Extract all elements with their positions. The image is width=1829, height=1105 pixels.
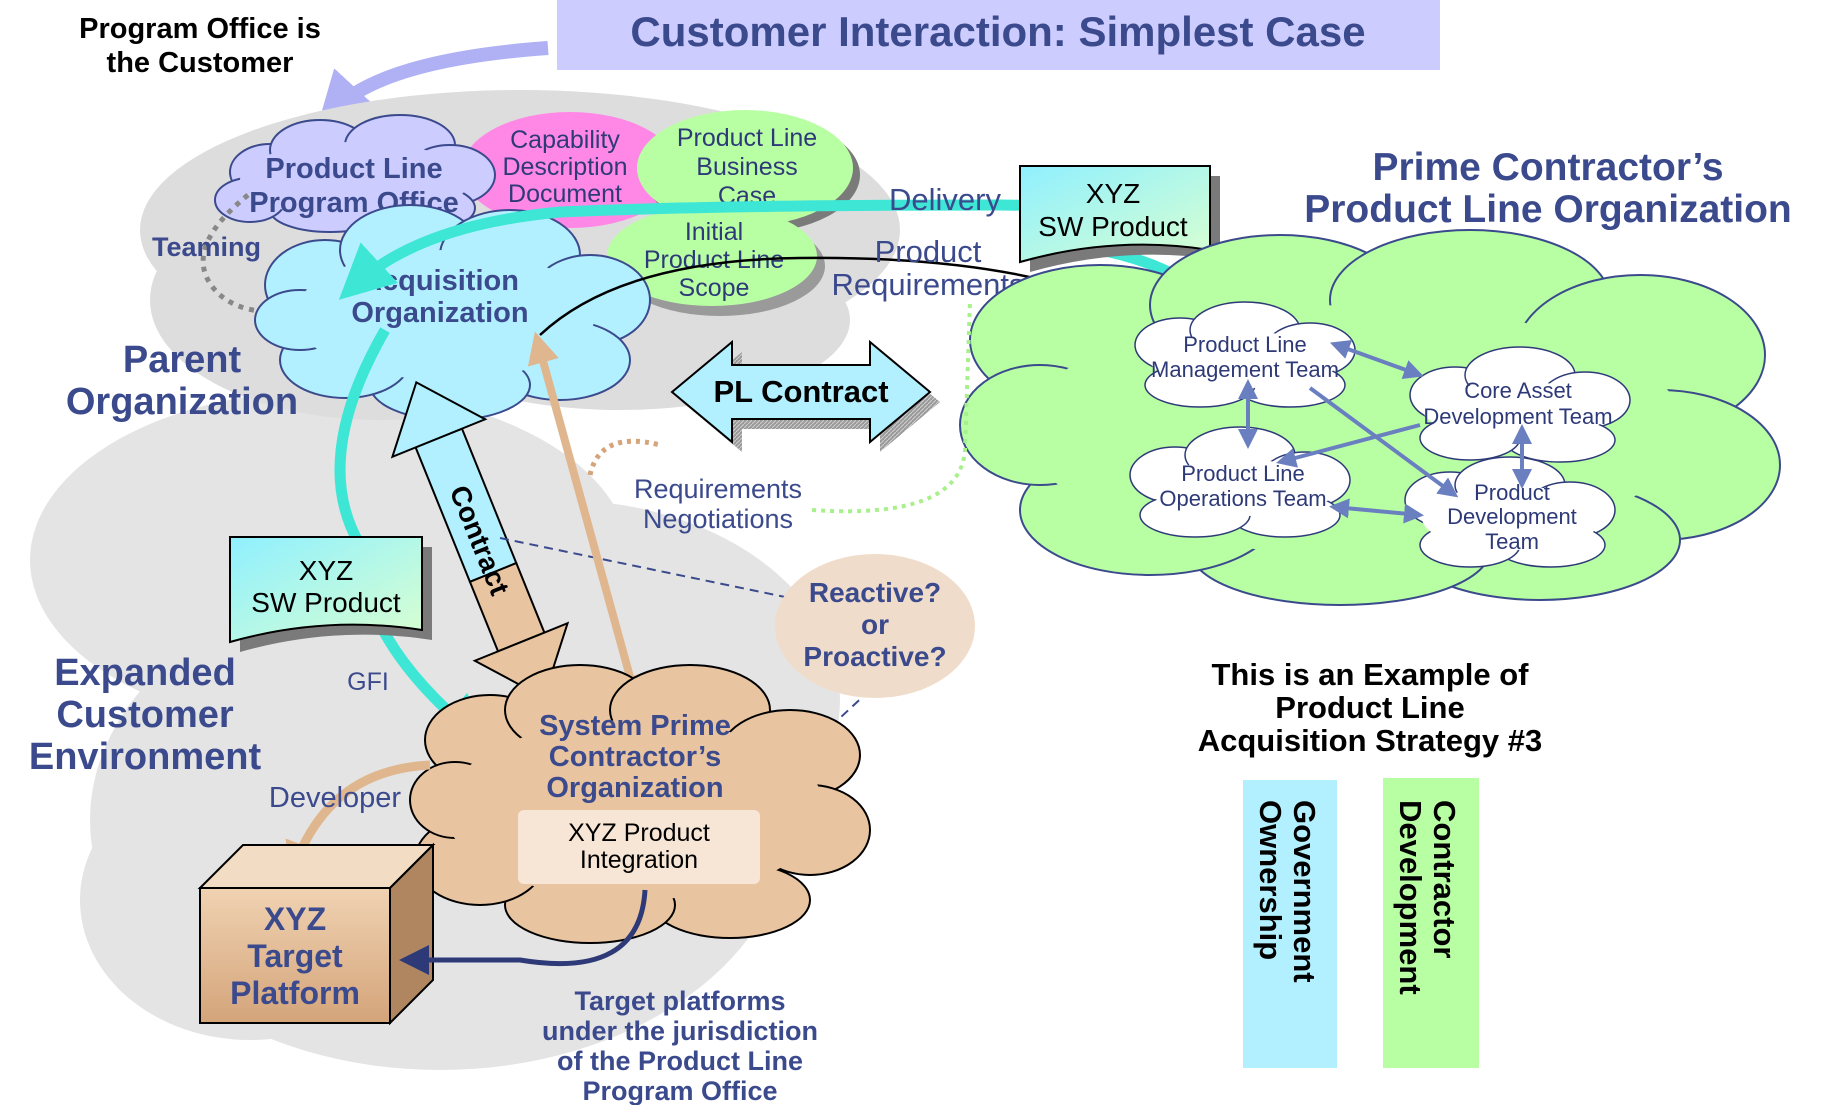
prime-xyz-product-doc: XYZ SW Product: [1019, 165, 1220, 272]
negotiation-link-left: [587, 438, 661, 476]
svg-text:Capability: Capability: [510, 126, 620, 154]
svg-text:Management Team: Management Team: [1151, 357, 1339, 382]
svg-text:Negotiations: Negotiations: [643, 504, 793, 534]
svg-text:Requirements: Requirements: [832, 267, 1025, 302]
reactive-proactive-bubble: Reactive? or Proactive?: [775, 554, 975, 698]
req-negotiations-label: Requirements Negotiations: [634, 474, 802, 534]
negotiation-link-right: [811, 299, 972, 514]
svg-text:Platform: Platform: [230, 975, 360, 1011]
gfi-label: GFI: [347, 668, 389, 696]
svg-text:Product Line: Product Line: [1183, 332, 1307, 357]
pl-contract-arrow[interactable]: PL Contract: [670, 339, 940, 452]
capability-doc-oval: Capability Description Document: [462, 112, 678, 228]
svg-text:Reactive?: Reactive?: [809, 577, 941, 608]
system-prime-cloud: System Prime Contractor’s Organization X…: [409, 664, 871, 944]
expanded-environment-label: Expanded Customer Environment: [29, 652, 262, 778]
svg-text:Contractor: Contractor: [1427, 800, 1462, 958]
dev-team-cloud: Product Development Team: [1404, 456, 1616, 568]
svg-text:Document: Document: [508, 180, 622, 208]
product-requirements-label: Product Requirements: [832, 234, 1025, 302]
ops-team-cloud: Product Line Operations Team: [1129, 426, 1351, 538]
acq-system-prime-arrow: [527, 331, 646, 708]
contractor-development-badge: Contractor Development: [1383, 778, 1479, 1068]
program-office-note: Program Office is the Customer: [79, 13, 321, 79]
svg-text:Business: Business: [696, 153, 797, 181]
svg-text:Organization: Organization: [66, 381, 298, 423]
svg-text:Product Line: Product Line: [265, 153, 442, 185]
svg-text:Organization: Organization: [546, 772, 723, 804]
svg-text:Target: Target: [247, 938, 343, 974]
initial-scope-oval: Initial Product Line Scope: [607, 206, 825, 316]
svg-text:Contractor’s: Contractor’s: [549, 741, 721, 773]
svg-text:XYZ: XYZ: [299, 555, 353, 586]
customer-pointer-arrow: [316, 41, 549, 129]
svg-text:Requirements: Requirements: [634, 474, 802, 504]
svg-text:XYZ Product: XYZ Product: [568, 819, 710, 847]
svg-text:Customer: Customer: [56, 694, 234, 736]
svg-text:Operations Team: Operations Team: [1159, 486, 1326, 511]
svg-text:This is an Example of: This is an Example of: [1212, 657, 1530, 692]
svg-text:the Customer: the Customer: [107, 47, 294, 79]
svg-text:Proactive?: Proactive?: [803, 641, 946, 672]
svg-text:Initial: Initial: [685, 218, 743, 246]
target-platform-note: Target platforms under the jurisdiction …: [542, 986, 818, 1105]
customer-xyz-product-doc: XYZ SW Product: [229, 536, 432, 652]
svg-text:Scope: Scope: [679, 274, 750, 302]
svg-text:XYZ: XYZ: [1086, 178, 1140, 209]
svg-text:Acquisition Strategy #3: Acquisition Strategy #3: [1198, 723, 1543, 758]
svg-text:Program Office: Program Office: [582, 1076, 777, 1105]
svg-text:Development: Development: [1393, 800, 1428, 995]
svg-text:SW Product: SW Product: [1038, 211, 1188, 242]
svg-text:Organization: Organization: [351, 297, 528, 329]
target-platform-box: XYZ Target Platform: [197, 842, 436, 1026]
prime-product-line-cloud: [959, 229, 1781, 606]
svg-text:Development Team: Development Team: [1423, 404, 1612, 429]
developer-label: Developer: [269, 782, 402, 814]
svg-text:Government: Government: [1287, 800, 1322, 983]
svg-text:Product Line: Product Line: [1181, 461, 1305, 486]
svg-text:Development: Development: [1447, 504, 1577, 529]
teaming-label: Teaming: [152, 232, 261, 262]
strategy-note: This is an Example of Product Line Acqui…: [1198, 657, 1543, 758]
svg-text:Ownership: Ownership: [1253, 800, 1288, 960]
page-title: Customer Interaction: Simplest Case: [630, 8, 1365, 55]
prime-org-heading: Prime Contractor’s Product Line Organiza…: [1304, 146, 1792, 231]
svg-text:Program Office is: Program Office is: [79, 13, 321, 45]
svg-text:Product Line: Product Line: [1275, 690, 1464, 725]
svg-text:Integration: Integration: [580, 846, 698, 874]
svg-text:Team: Team: [1485, 529, 1539, 554]
svg-text:Parent: Parent: [123, 339, 242, 381]
integration-to-platform-arrow: [399, 889, 648, 975]
svg-text:Prime Contractor’s: Prime Contractor’s: [1372, 146, 1723, 189]
svg-text:Product: Product: [875, 234, 982, 269]
svg-text:Environment: Environment: [29, 736, 262, 778]
team-links: [1238, 339, 1532, 524]
svg-text:Product: Product: [1474, 480, 1550, 505]
svg-text:XYZ: XYZ: [264, 901, 326, 937]
svg-text:or: or: [861, 609, 889, 640]
svg-text:of the Product Line: of the Product Line: [557, 1046, 803, 1076]
parent-organization-label: Parent Organization: [66, 339, 298, 423]
svg-text:under the jurisdiction: under the jurisdiction: [542, 1016, 818, 1046]
svg-text:System Prime: System Prime: [539, 710, 731, 742]
core-asset-team-cloud: Core Asset Development Team: [1409, 346, 1631, 463]
title-banner: Customer Interaction: Simplest Case: [557, 0, 1440, 70]
svg-text:Description: Description: [502, 153, 627, 181]
svg-text:Expanded: Expanded: [54, 652, 236, 694]
delivery-label: Delivery: [889, 182, 1001, 217]
svg-text:SW Product: SW Product: [251, 587, 401, 618]
svg-text:Core Asset: Core Asset: [1464, 378, 1572, 403]
svg-text:Product Line Organization: Product Line Organization: [1304, 188, 1792, 231]
svg-text:Acquisition: Acquisition: [361, 265, 519, 297]
svg-text:Product Line: Product Line: [677, 124, 817, 152]
developer-arrow: [285, 760, 431, 879]
teaming-link: [200, 193, 276, 315]
integration-box: [518, 810, 760, 884]
government-ownership-badge: Government Ownership: [1243, 780, 1337, 1068]
svg-text:Target platforms: Target platforms: [574, 986, 785, 1016]
pl-contract-label: PL Contract: [713, 374, 888, 409]
